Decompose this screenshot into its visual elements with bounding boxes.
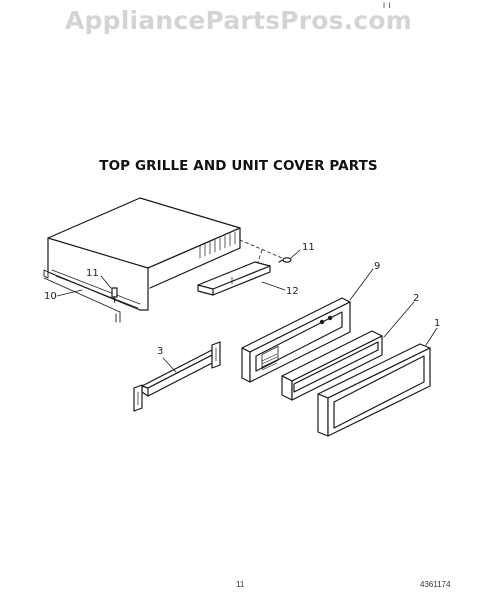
callout-2: 2 [413, 293, 420, 304]
outer-frame [317, 343, 431, 437]
cover-bracket [197, 261, 271, 296]
support-rail [133, 341, 221, 412]
callout-10: 10 [44, 291, 57, 302]
callout-3: 3 [157, 346, 164, 357]
inner-frame [281, 330, 383, 401]
callout-12: 12 [286, 286, 299, 297]
header-marks: ı ı [382, 0, 391, 11]
page-number: 11 [236, 580, 245, 589]
document-number: 4361174 [420, 580, 451, 589]
watermark-logo: AppliancePartsPros.com [64, 6, 413, 35]
bracket-screw [278, 257, 292, 263]
side-screw [111, 287, 118, 303]
callout-11-right: 11 [302, 242, 315, 253]
diagram-title: TOP GRILLE AND UNIT COVER PARTS [99, 158, 378, 174]
grille-panel [241, 297, 351, 383]
unit-cover [43, 197, 241, 323]
callout-11-left: 11 [86, 268, 99, 279]
callout-9: 9 [374, 261, 381, 272]
callout-1: 1 [434, 318, 441, 329]
